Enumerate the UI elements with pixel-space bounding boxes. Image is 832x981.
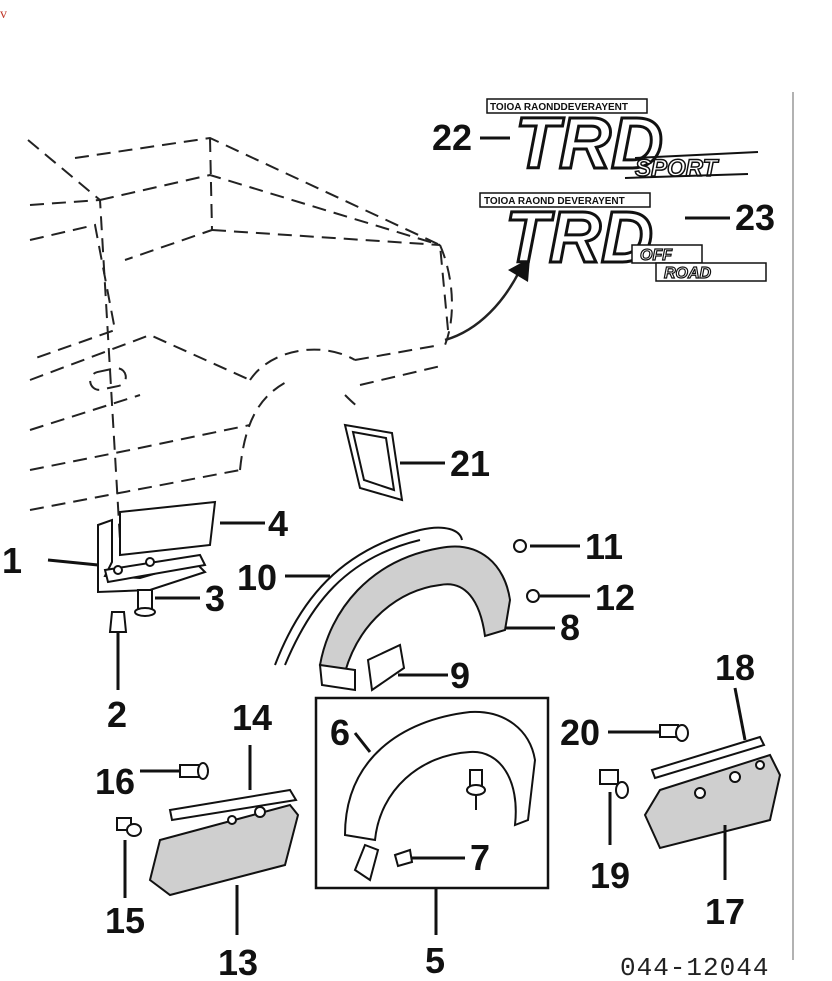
callout-15: 15	[105, 900, 145, 941]
callout-17: 17	[705, 891, 745, 932]
rocker-molding-icon	[148, 788, 300, 897]
callout-13: 13	[218, 942, 258, 981]
callout-3: 3	[205, 578, 225, 619]
bolt-icon	[513, 539, 540, 603]
emblem-trd-sport: TOIOA RAONDDEVERAYENT TRD SPORT	[486, 98, 759, 186]
mud-guard-icon	[97, 500, 217, 594]
fender-flare-icon	[274, 526, 512, 692]
callout-12: 12	[595, 577, 635, 618]
callout-23: 23	[735, 197, 775, 238]
arrow-icon	[444, 258, 530, 342]
callout-18: 18	[715, 647, 755, 688]
emblem-offroad-caption: TOIOA RAOND DEVERAYENT	[484, 196, 625, 207]
callout-14: 14	[232, 697, 272, 738]
emblem-sport-caption: TOIOA RAONDDEVERAYENT	[490, 102, 628, 113]
emblem-offroad-sub-top: OFF	[640, 247, 673, 264]
callout-11: 11	[585, 526, 623, 567]
fuel-door-gasket-icon	[343, 423, 404, 502]
callout-16: 16	[95, 761, 135, 802]
clip-icon	[599, 724, 689, 799]
callout-6: 6	[330, 712, 350, 753]
diagram-code: 044-12044	[620, 953, 769, 981]
truck-bed-outline	[27, 136, 453, 541]
callout-20: 20	[560, 712, 600, 753]
callout-7: 7	[470, 837, 490, 878]
callout-5: 5	[425, 940, 445, 981]
callout-8: 8	[560, 607, 580, 648]
emblem-offroad-main: TRD	[505, 198, 653, 278]
callout-9: 9	[450, 655, 470, 696]
callout-4: 4	[268, 503, 288, 544]
leader-lines	[47, 136, 747, 935]
emblem-offroad-sub-bottom: ROAD	[664, 265, 712, 282]
clip-icon	[134, 589, 156, 617]
fender-liner-icon	[343, 710, 537, 882]
emblem-trd-offroad: TOIOA RAOND DEVERAYENT TRD OFF ROAD	[479, 192, 767, 283]
callout-2: 2	[107, 694, 127, 735]
callout-21: 21	[450, 443, 490, 484]
bolt-icon	[108, 611, 128, 690]
corner-mark: v	[0, 7, 7, 22]
callout-1: 1	[2, 540, 22, 581]
clip-icon	[116, 762, 209, 837]
emblem-sport-main: TRD	[515, 104, 663, 184]
callout-22: 22	[432, 117, 472, 158]
liner-group-frame	[314, 696, 550, 890]
callout-10: 10	[237, 557, 277, 598]
callout-numbers: 1 2 3 4 5 6 7 8 9 10 11 12 13 14 15 16 1…	[2, 117, 775, 981]
rocker-molding-icon	[643, 735, 782, 850]
callout-19: 19	[590, 855, 630, 896]
